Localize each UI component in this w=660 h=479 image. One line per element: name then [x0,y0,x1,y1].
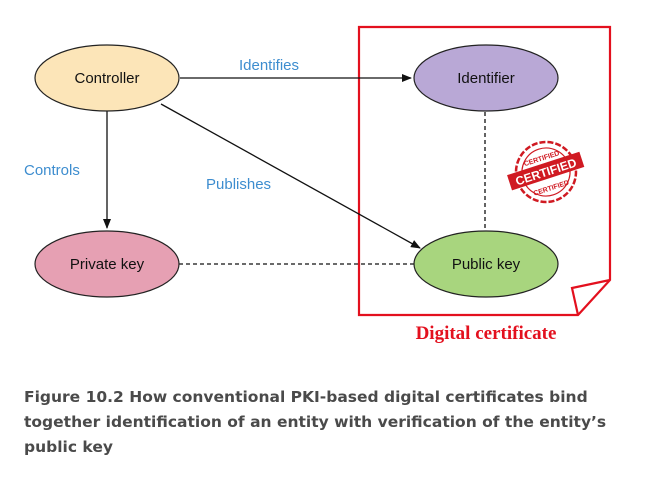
node-identifier: Identifier [413,44,559,112]
stamp-banner [507,151,585,191]
node-private-key-shape [34,230,180,298]
node-controller-label: Controller [74,70,139,87]
node-public-key: Public key [413,230,559,298]
certificate-label: Digital certificate [416,323,557,344]
edge-label-controls: Controls [24,162,80,179]
figure-caption: Figure 10.2 How conventional PKI-based d… [24,388,607,456]
certificate-fold [570,278,611,316]
node-controller-shape [34,44,180,112]
edge-label-publishes: Publishes [206,176,271,193]
node-private-key-label: Private key [70,256,145,273]
certified-stamp-icon: CERTIFIED CERTIFIED CERTIFIED [507,140,585,204]
edge-publishes [160,103,421,249]
node-identifier-label: Identifier [457,70,515,87]
edge-label-identifies: Identifies [239,57,299,74]
node-public-key-label: Public key [452,256,521,273]
node-public-key-shape [413,230,559,298]
node-controller: Controller [34,44,180,112]
node-identifier-shape [413,44,559,112]
certificate-border [357,25,612,317]
node-private-key: Private key [34,230,180,298]
